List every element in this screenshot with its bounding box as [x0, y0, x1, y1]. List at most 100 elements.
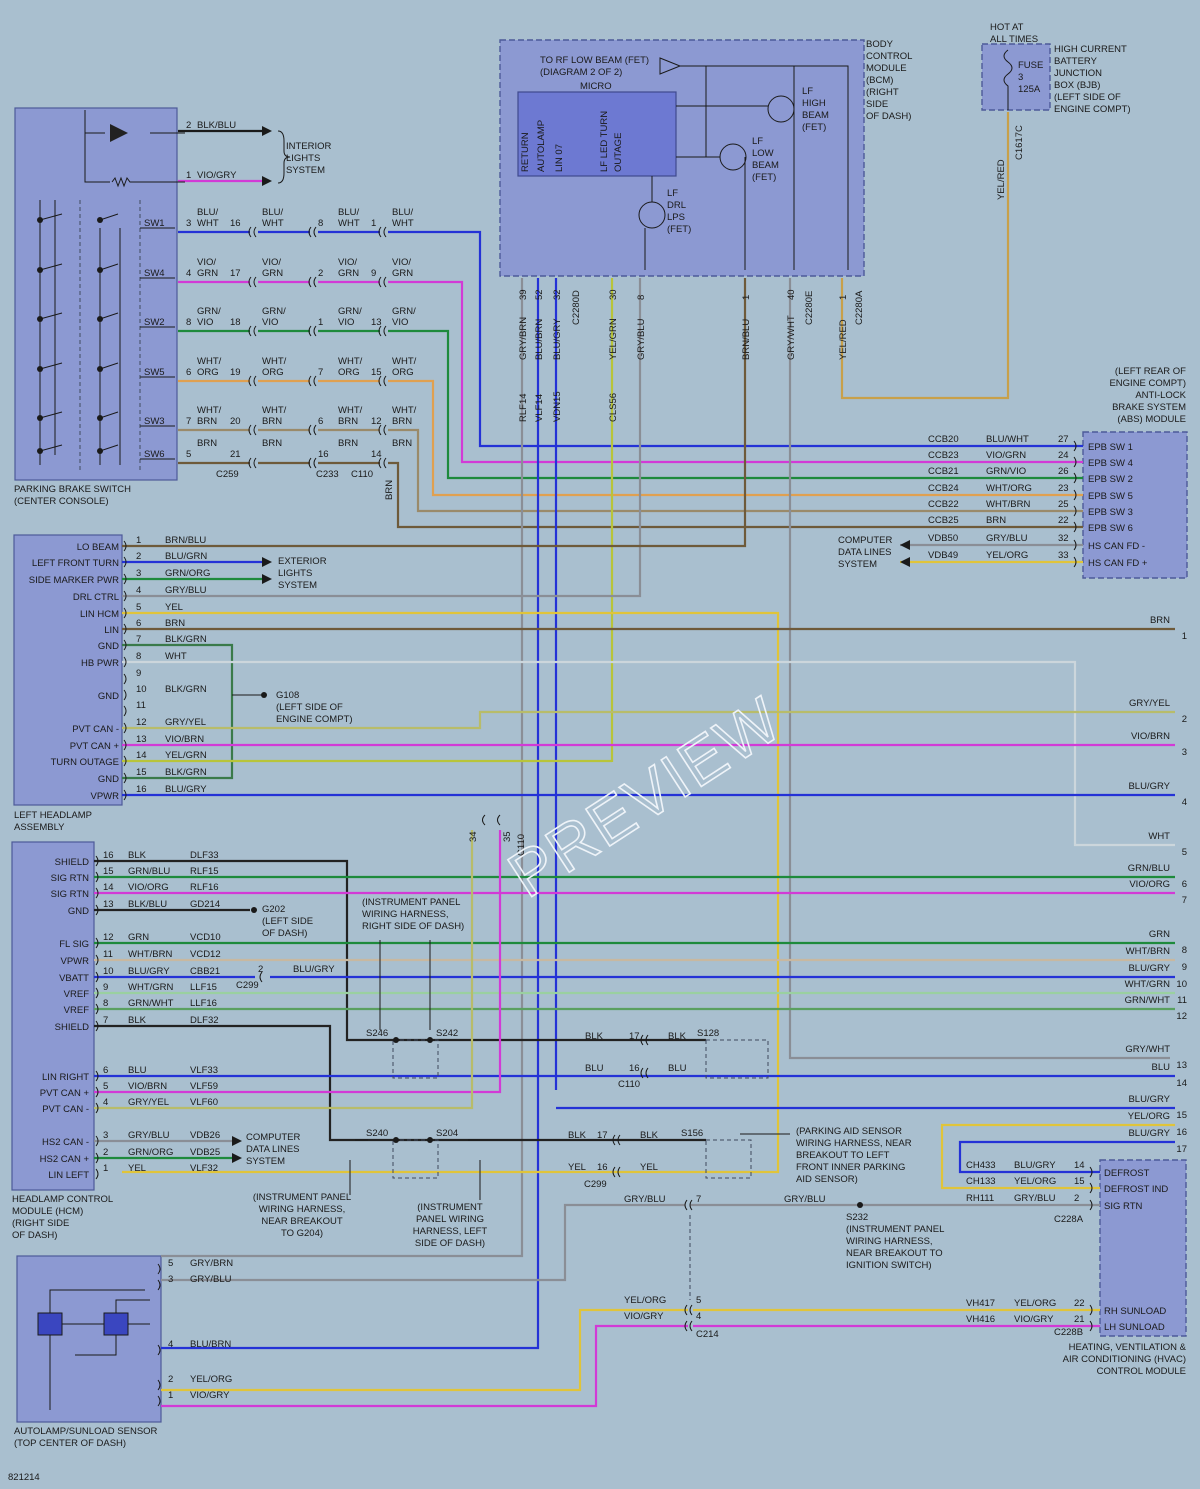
- hcm-pin-11: 5: [103, 1081, 108, 1092]
- right-num-16: 17: [1176, 1144, 1187, 1155]
- s242-dot: [427, 1037, 433, 1043]
- sw-p3-0: 8: [318, 218, 323, 229]
- right-num-1: 2: [1182, 714, 1187, 725]
- sensor-pin-0: 5: [168, 1258, 173, 1269]
- hl-pin-13: 14: [136, 750, 147, 761]
- abs-pin-0: 27: [1058, 434, 1069, 445]
- hl-pin-3: 4: [136, 585, 141, 596]
- hcm-conn-5: [95, 954, 99, 966]
- hvac-label-line-0: HEATING, VENTILATION &: [1069, 1342, 1187, 1353]
- hl-color-13: YEL/GRN: [165, 750, 207, 761]
- hvac-pin-3: 22: [1074, 1298, 1085, 1309]
- right-color-0: BRN: [1150, 615, 1170, 626]
- bcm-label-line-0: BODY: [866, 39, 894, 50]
- bcm-label-line-4: (RIGHT: [866, 87, 899, 98]
- rf-low-label-line-0: TO RF LOW BEAM (FET): [540, 55, 649, 66]
- right-color-12: GRY/WHT: [1125, 1044, 1170, 1055]
- abs-wire-5: [388, 461, 1083, 529]
- gry-blu-7-c1: GRY/BLU: [624, 1194, 666, 1205]
- hl-conn-3: [123, 590, 127, 602]
- exterior-label-line-0: EXTERIOR: [278, 556, 327, 567]
- splice-s204: S204: [436, 1128, 458, 1139]
- conn-c110-top: C110: [351, 469, 373, 480]
- sensor-color-1: GRY/BLU: [190, 1274, 232, 1285]
- ip-left-label-line-2: HARNESS, LEFT: [413, 1226, 488, 1237]
- bcm-pin-9: 1: [838, 295, 849, 300]
- abs-pin-4: 25: [1058, 499, 1069, 510]
- abs-color-4: WHT/BRN: [986, 499, 1030, 510]
- splice-box-c: [392, 1139, 439, 1179]
- hl-color-14: BLK/GRN: [165, 767, 207, 778]
- park-brake-label-line-0: PARKING BRAKE SWITCH: [14, 484, 131, 495]
- abs-name-0: EPB SW 1: [1088, 442, 1133, 453]
- lf-low-label-line-0: LF: [752, 136, 763, 147]
- hcm-circuit-8: LLF16: [190, 998, 217, 1009]
- abs-wire-4: [388, 428, 1083, 513]
- hcm-color-10: BLU: [128, 1065, 147, 1076]
- right-color-11: GRN/WHT: [1125, 995, 1171, 1006]
- conn-b-0: [308, 226, 317, 238]
- hvac-conn-1: [1089, 1182, 1093, 1194]
- right-color-8: WHT/BRN: [1126, 946, 1170, 957]
- defrost-wire: [958, 1140, 1175, 1174]
- switch-node-a-2: [37, 316, 43, 322]
- switch-contact-0: [39, 213, 175, 229]
- switch-label-4: SW3: [144, 416, 165, 427]
- sensor-pin-3: 2: [168, 1374, 173, 1385]
- bcm-label-line-5: SIDE: [866, 99, 888, 110]
- bcm-pin-8: C2280E: [804, 291, 815, 325]
- conn-a-0: [248, 226, 257, 238]
- hl-name-5: LIN: [104, 625, 119, 636]
- ip-g204-label-line-3: TO G204): [281, 1228, 323, 1239]
- gry-blu-7-p: 7: [696, 1194, 701, 1205]
- sw-c3-2-1: VIO: [338, 317, 354, 328]
- sw-p4-1: 9: [371, 268, 376, 279]
- hcm-conn-9: [95, 1020, 99, 1032]
- hvac-circuit-4: VH416: [966, 1314, 995, 1325]
- conn-a-3: [248, 375, 257, 387]
- g202-ground: [251, 907, 257, 913]
- ip-g204-label-line-0: (INSTRUMENT PANEL: [253, 1192, 351, 1203]
- right-color-2: VIO/BRN: [1131, 731, 1170, 742]
- hvac-name-2: SIG RTN: [1104, 1201, 1142, 1212]
- fuse-label-line-2: 125A: [1018, 84, 1041, 95]
- hl-c110-mark: [482, 814, 501, 826]
- sensor-conn-2: [157, 1344, 161, 1356]
- hcm-name-1: SIG RTN: [51, 873, 89, 884]
- blk17b-c1: BLK: [568, 1130, 587, 1141]
- conn-a-5: [248, 457, 257, 469]
- sensor-pin-4: 1: [168, 1390, 173, 1401]
- right-num-7: 8: [1182, 945, 1187, 956]
- sw-p1-3: 6: [186, 367, 191, 378]
- sensor-color-2: BLU/BRN: [190, 1339, 231, 1350]
- bcm-pin-1: 52: [534, 289, 545, 300]
- hl-name-15: VPWR: [91, 791, 120, 802]
- diagram-id: 821214: [8, 1472, 40, 1483]
- bcm-pin-6: 1: [741, 295, 752, 300]
- sensor-pin-2: 4: [168, 1339, 173, 1350]
- hvac-color-2: GRY/BLU: [1014, 1193, 1056, 1204]
- exterior-label-line-2: SYSTEM: [278, 580, 317, 591]
- switch-node-a-3: [37, 366, 43, 372]
- yel16-c1: YEL: [568, 1162, 586, 1173]
- hvac-color-0: BLU/GRY: [1014, 1160, 1056, 1171]
- abs-color-1: VIO/GRN: [986, 450, 1026, 461]
- hcm-color-11: VIO/BRN: [128, 1081, 167, 1092]
- abs-color-6: GRY/BLU: [986, 533, 1028, 544]
- hcm-conn-13: [95, 1135, 99, 1147]
- micro-pin-4: OUTAGE: [613, 133, 624, 172]
- micro-pin-0: RETURN: [520, 132, 531, 172]
- conn-c299-mid: C299: [584, 1179, 607, 1190]
- abs-circuit-2: CCB21: [928, 466, 959, 477]
- sw-c1-1-0: VIO/: [197, 257, 216, 268]
- hcm-color-1: GRN/BLU: [128, 866, 170, 877]
- right-color-14: BLU/GRY: [1128, 1094, 1170, 1105]
- hcm-pin-3: 13: [103, 899, 114, 910]
- c299-blk: [612, 1134, 621, 1146]
- battery-junction-box: [981, 43, 1051, 111]
- hl-name-7: HB PWR: [81, 658, 119, 669]
- abs-module: [1082, 431, 1188, 579]
- hl-name-4: LIN HCM: [80, 609, 119, 620]
- hl-color-7: WHT: [165, 651, 187, 662]
- sw-p4-0: 1: [371, 218, 376, 229]
